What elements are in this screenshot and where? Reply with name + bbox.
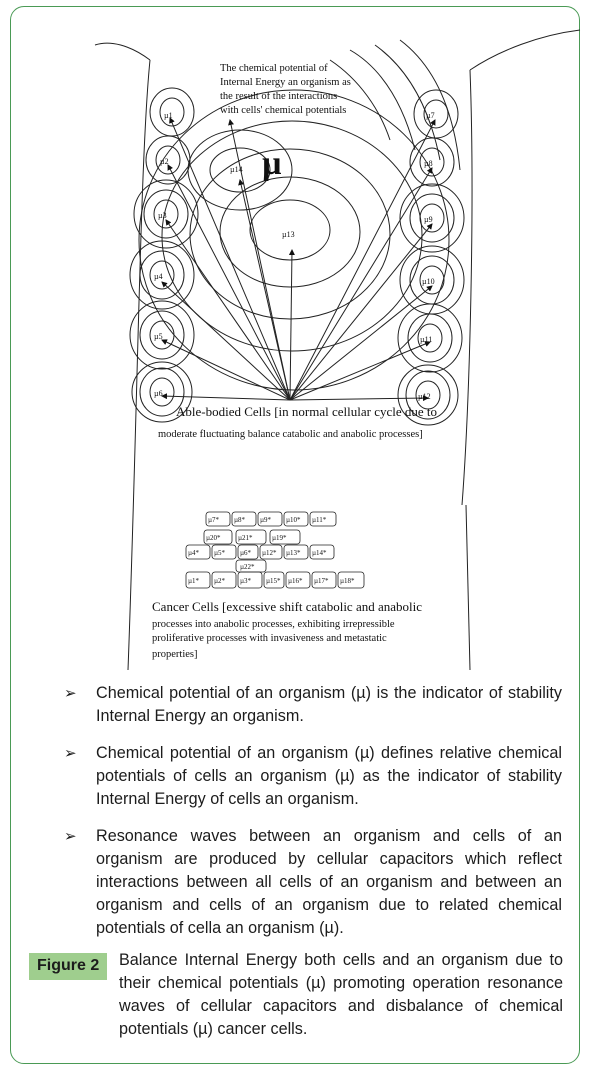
cancer-cell-label: µ18* (340, 577, 355, 585)
cell-label: µ9 (424, 215, 433, 224)
cell-label: µ13 (282, 230, 295, 239)
cancer-cell-label: µ14* (312, 549, 327, 557)
cancer-cell-label: µ3* (240, 577, 252, 585)
cancer-cell-label: µ22* (240, 563, 255, 571)
cancer-label: properties] (152, 649, 197, 660)
bullet-item: ➢ Resonance waves between an organism and… (60, 825, 562, 940)
cell-label: µ14 (230, 165, 243, 174)
cancer-cell-label: µ13* (286, 549, 301, 557)
cancer-cell-label: µ4* (188, 549, 200, 557)
body-outline-right (461, 69, 473, 506)
cancer-cell-label: µ15* (266, 577, 281, 585)
able-bodied-label: Able-bodied Cells [in normal cellular cy… (176, 404, 437, 419)
cancer-cell-label: µ10* (286, 516, 301, 524)
bullet-text: Chemical potential of an organism (µ) de… (96, 744, 562, 808)
cancer-cell-label: µ8* (234, 516, 246, 524)
content-frame (10, 6, 580, 1064)
bullet-arrow-icon: ➢ (64, 828, 77, 845)
cancer-label: processes into anabolic processes, exhib… (152, 619, 395, 630)
bullet-text: Chemical potential of an organism (µ) is… (96, 684, 562, 725)
cancer-cell-label: µ11* (312, 516, 327, 524)
interaction-arrows (161, 117, 436, 402)
cancer-label: Cancer Cells [excessive shift catabolic … (152, 599, 422, 614)
top-label: The chemical potential of Internal Energ… (220, 63, 351, 116)
cancer-cell-label: µ20* (206, 534, 221, 542)
top-label-line: The chemical potential of (220, 63, 328, 74)
top-label-line: the result of the interactions (220, 91, 337, 102)
cell-label: µ12 (418, 392, 431, 401)
cell-label: µ10 (422, 277, 435, 286)
cell-label: µ5 (154, 332, 163, 341)
cell-label: µ3 (158, 211, 167, 220)
bullet-text: Resonance waves between an organism and … (96, 827, 562, 937)
bullet-arrow-icon: ➢ (64, 685, 77, 702)
figure-label: Figure 2 (29, 953, 108, 980)
cell-label: µ1 (164, 111, 173, 120)
bullet-arrow-icon: ➢ (64, 745, 77, 762)
able-bodied-label-2: moderate fluctuating balance catabolic a… (158, 429, 423, 440)
cancer-cluster (185, 511, 365, 589)
top-label-line: with cells' chemical potentials (220, 105, 346, 116)
figure-diagram: The chemical potential of Internal Energ… (94, 29, 581, 671)
cancer-label: proliferative processes with invasivenes… (152, 633, 387, 644)
cancer-cell-label: µ9* (260, 516, 272, 524)
cancer-cell-label: µ7* (208, 516, 220, 524)
cancer-cell-label: µ2* (214, 577, 226, 585)
cancer-cell-label: µ19* (272, 534, 287, 542)
cancer-cell-label: µ17* (314, 577, 329, 585)
left-cell-rings (129, 87, 199, 423)
mu-symbol: µ (262, 145, 282, 182)
bullet-item: ➢ Chemical potential of an organism (µ) i… (60, 682, 562, 728)
cell-label: µ6 (154, 389, 163, 398)
cell-label: µ2 (160, 157, 169, 166)
bullet-item: ➢ Chemical potential of an organism (µ) d… (60, 742, 562, 811)
bullet-list: ➢ Chemical potential of an organism (µ) i… (60, 682, 562, 954)
cancer-cell-label: µ21* (238, 534, 253, 542)
top-label-line: Internal Energy an organism as (220, 77, 351, 88)
cancer-cell-label: µ12* (262, 549, 277, 557)
cell-label: µ4 (154, 272, 163, 281)
figure-caption: Balance Internal Energy both cells and a… (119, 951, 563, 1038)
cell-label: µ8 (424, 159, 433, 168)
cancer-cell-label: µ16* (288, 577, 303, 585)
cancer-cell-label: µ5* (214, 549, 226, 557)
cancer-cell-label: µ1* (188, 577, 200, 585)
cancer-cell-label: µ6* (240, 549, 252, 557)
right-cell-rings (397, 89, 465, 426)
body-outline (127, 59, 151, 671)
cell-label: µ11 (420, 335, 432, 344)
cell-label: µ7 (426, 111, 435, 120)
